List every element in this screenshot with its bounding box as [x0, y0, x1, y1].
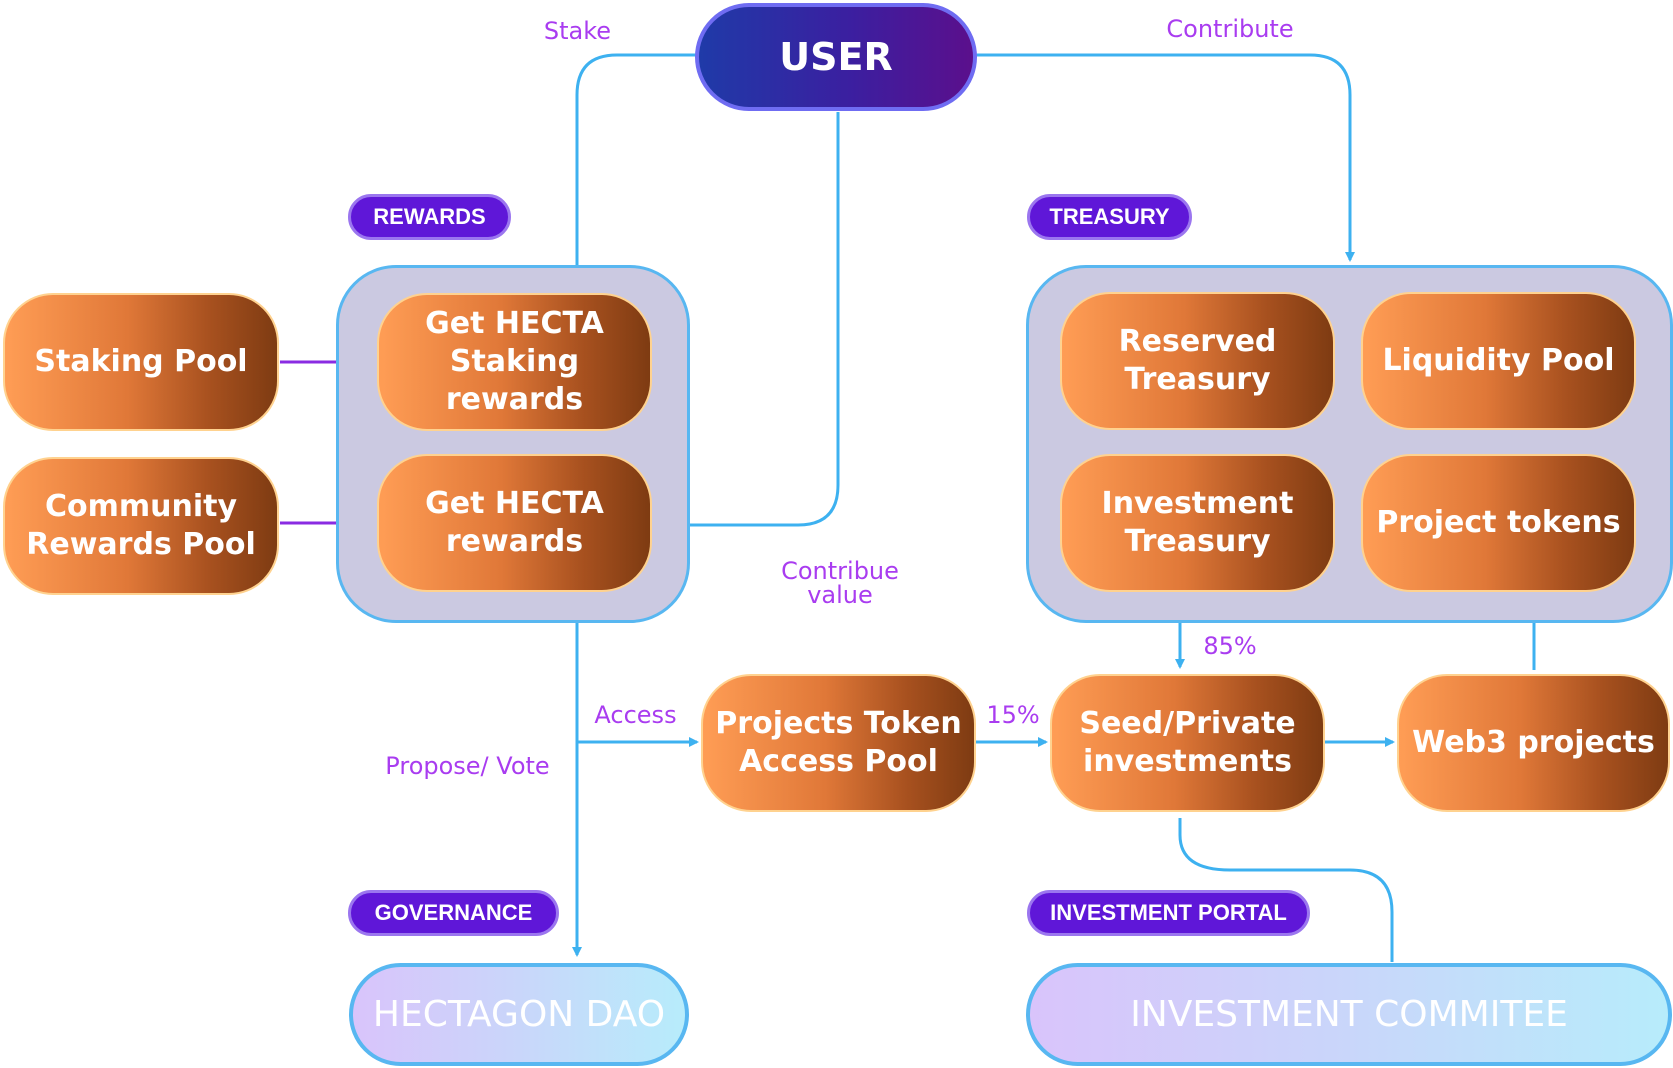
get-hecta-rewards-node: Get HECTA rewards [377, 454, 652, 592]
rewards-tag: REWARDS [348, 194, 511, 240]
staking-pool-node: Staking Pool [3, 293, 279, 431]
reserved-treasury-node: Reserved Treasury [1060, 292, 1335, 430]
web3-projects-node: Web3 projects [1397, 674, 1670, 812]
governance-tag: GOVERNANCE [348, 890, 559, 936]
liquidity-pool-node: Liquidity Pool [1361, 292, 1636, 430]
community-rewards-pool-node: Community Rewards Pool [3, 457, 279, 595]
contribute-connector [975, 53, 1355, 262]
pct-15-label: 15% [986, 701, 1040, 729]
propose-vote-label: Propose/ Vote [385, 752, 550, 780]
treasury-tag: TREASURY [1027, 194, 1192, 240]
hectagon-dao-node: HECTAGON DAO [349, 963, 689, 1066]
user-node: USER [695, 3, 977, 111]
contribue-value-label: Contribue value [781, 557, 899, 609]
projects-token-access-pool-node: Projects Token Access Pool [701, 674, 976, 812]
contribute-label: Contribute [1166, 15, 1294, 43]
get-hecta-staking-rewards-node: Get HECTA Staking rewards [377, 293, 652, 431]
stake-connector [572, 53, 700, 286]
contribute-value-connector [660, 112, 840, 530]
stake-label: Stake [543, 17, 612, 45]
pct-85-label: 85% [1203, 632, 1257, 660]
project-tokens-node: Project tokens [1361, 454, 1636, 592]
investment-committee-node: INVESTMENT COMMITEE [1026, 963, 1672, 1066]
investment-portal-tag: INVESTMENT PORTAL [1027, 890, 1310, 936]
seed-private-investments-node: Seed/Private investments [1050, 674, 1325, 812]
committee-connector [1178, 818, 1394, 962]
investment-treasury-node: Investment Treasury [1060, 454, 1335, 592]
access-label: Access [594, 701, 677, 729]
